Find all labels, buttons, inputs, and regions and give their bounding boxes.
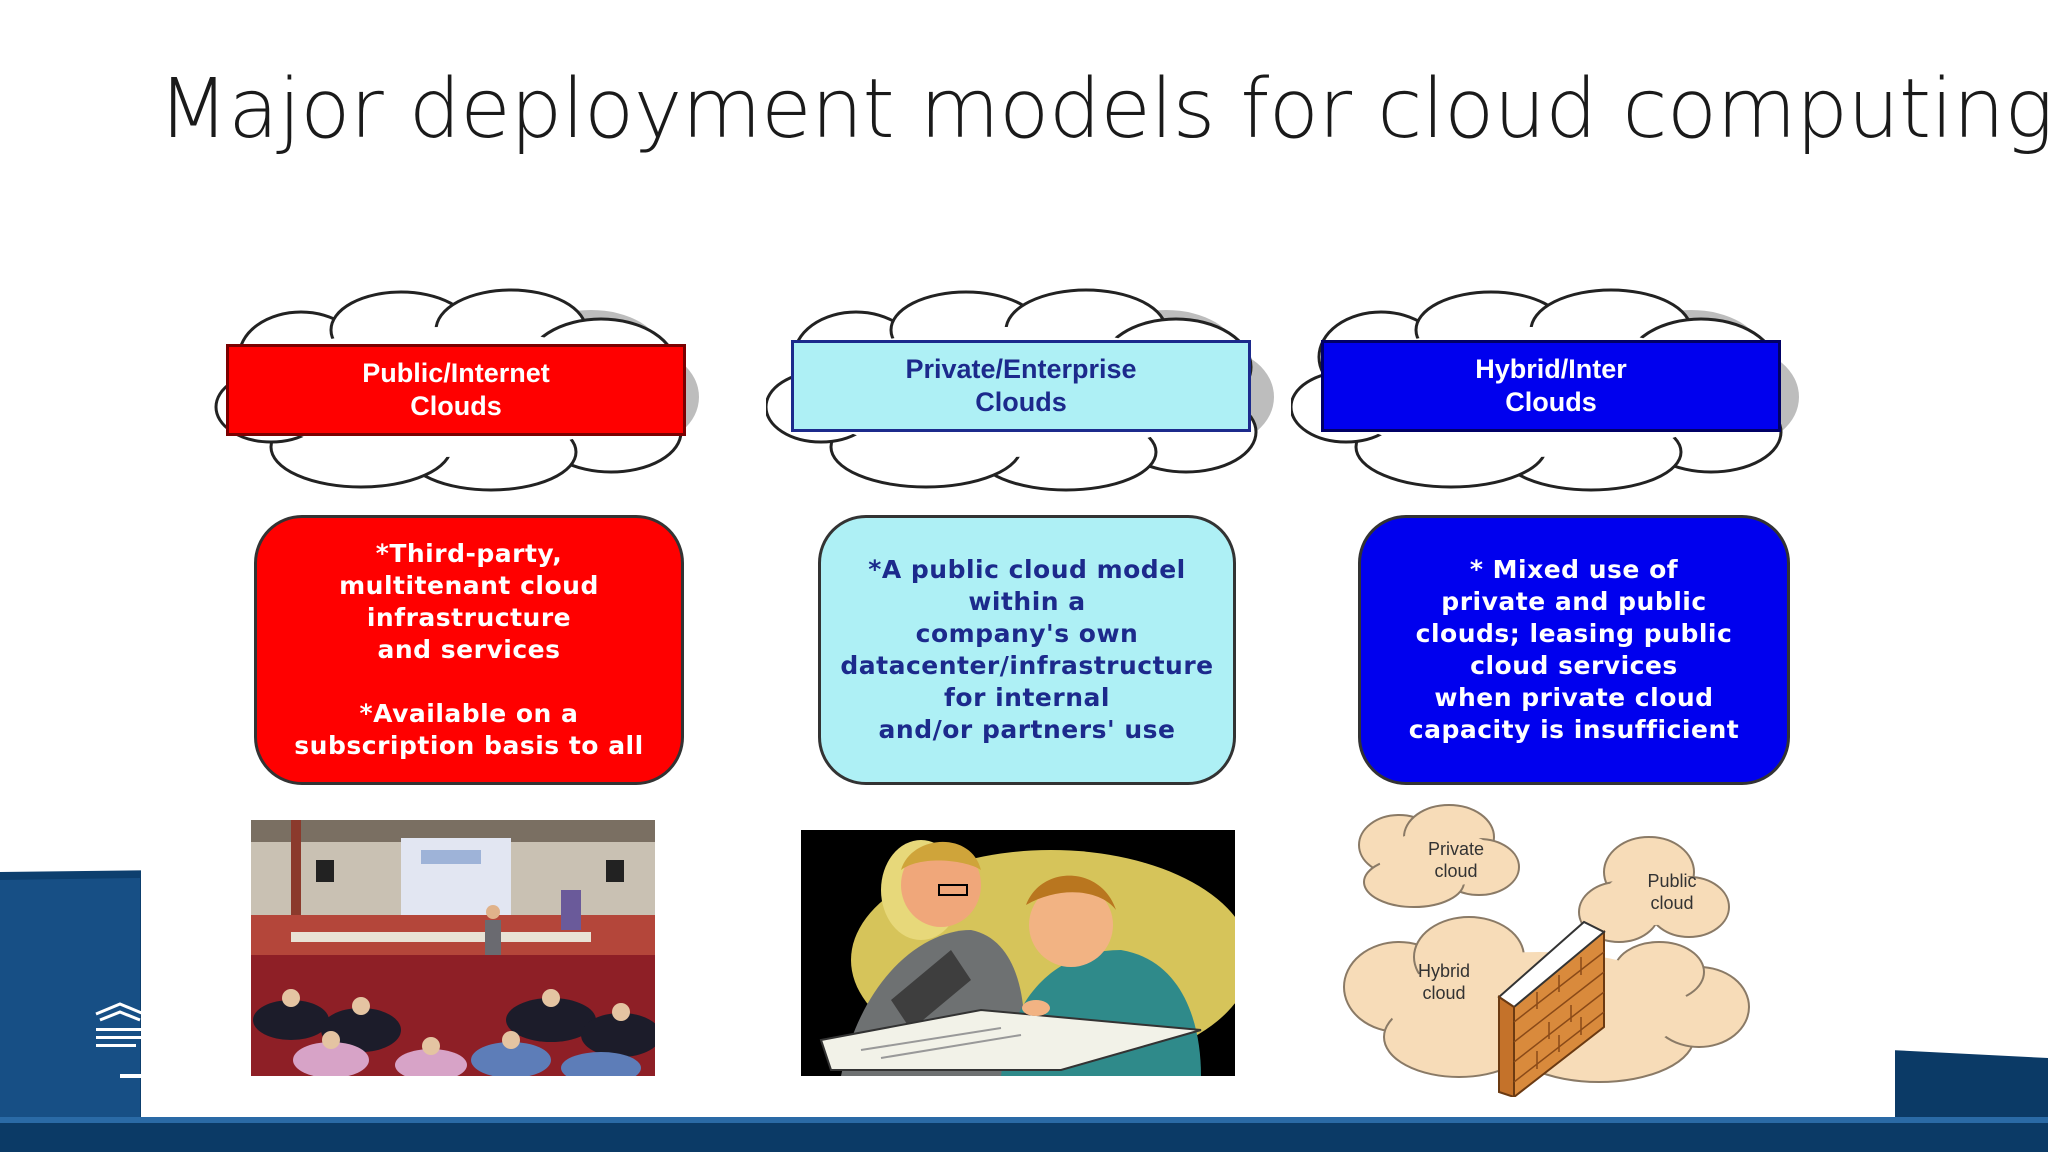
hybrid-cloud-label: Hybrid cloud (1399, 960, 1489, 1004)
header-line: Private/Enterprise (905, 354, 1137, 384)
desc-line: *A public cloud model (868, 555, 1186, 584)
desc-line: private and public (1441, 587, 1707, 616)
desc-line: infrastructure (366, 603, 572, 632)
private-cloud-header: Private/Enterprise Clouds (766, 282, 1286, 502)
hybrid-header-label: Hybrid/Inter Clouds (1321, 340, 1781, 432)
desc-line: when private cloud (1434, 683, 1714, 712)
clouds-and-wall (1343, 804, 1750, 1097)
public-description: *Third-party, multitenant cloud infrastr… (254, 515, 684, 785)
desc-line: and/or partners' use (878, 715, 1176, 744)
desc-line: cloud services (1470, 651, 1678, 680)
desc-line: *Third-party, (375, 539, 563, 568)
label-line: Private (1427, 839, 1485, 859)
desc-line: company's own (915, 619, 1139, 648)
desc-line: within a (968, 587, 1086, 616)
public-cloud-label: Public cloud (1627, 870, 1717, 914)
public-header-label: Public/Internet Clouds (226, 344, 686, 436)
desc-line: *Available on a (359, 699, 579, 728)
hybrid-cloud-header: Hybrid/Inter Clouds (1291, 282, 1811, 502)
desc-line: clouds; leasing public (1415, 619, 1733, 648)
private-header-label: Private/Enterprise Clouds (791, 340, 1251, 432)
label-line: Hybrid (1417, 961, 1470, 981)
desc-line: multitenant cloud (339, 571, 599, 600)
header-line: Hybrid/Inter (1475, 354, 1627, 384)
public-cloud-header: Public/Internet Clouds (211, 282, 731, 502)
people-reading-illustration (801, 830, 1235, 1076)
header-line: Clouds (410, 391, 502, 421)
desc-line: for internal (944, 683, 1110, 712)
slide-title: Major deployment models for cloud comput… (158, 62, 2048, 157)
header-line: Clouds (1505, 387, 1597, 417)
deployment-models-diagram: Public/Internet Clouds (141, 252, 1895, 1117)
desc-line: and services (377, 635, 561, 664)
label-line: cloud (1650, 893, 1694, 913)
private-description: *A public cloud model within a company's… (818, 515, 1236, 785)
header-line: Clouds (975, 387, 1067, 417)
hybrid-cloud-illustration (1339, 797, 1759, 1097)
lecture-hall-photo (251, 820, 655, 1076)
desc-line: capacity is insufficient (1408, 715, 1740, 744)
logo-fragment (95, 1002, 145, 1078)
hybrid-description: * Mixed use of private and public clouds… (1358, 515, 1790, 785)
desc-line: datacenter/infrastructure (840, 651, 1214, 680)
header-line: Public/Internet (362, 358, 550, 388)
private-cloud-label: Private cloud (1411, 838, 1501, 882)
label-line: cloud (1434, 861, 1478, 881)
desc-line: subscription basis to all (294, 731, 644, 760)
desc-line: * Mixed use of (1469, 555, 1679, 584)
label-line: Public (1647, 871, 1697, 891)
label-line: cloud (1422, 983, 1466, 1003)
